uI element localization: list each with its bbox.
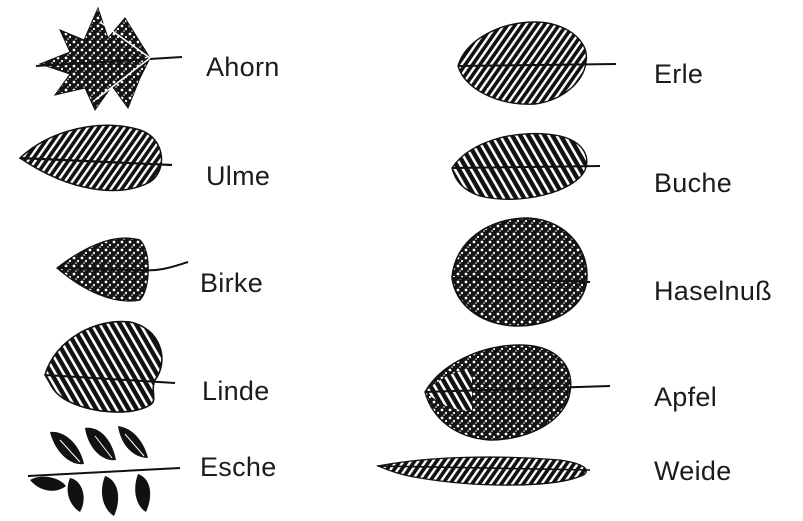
haselnuss-leaf [452, 218, 590, 326]
label-erle: Erle [654, 61, 703, 88]
ulme-leaf [20, 125, 172, 190]
label-esche: Esche [200, 454, 277, 481]
erle-leaf [458, 22, 616, 104]
ahorn-leaf [36, 8, 182, 110]
birke-leaf [57, 238, 188, 301]
label-haselnuss: Haselnuß [654, 278, 772, 305]
buche-leaf [452, 134, 600, 200]
label-buche: Buche [654, 170, 732, 197]
weide-leaf [378, 457, 590, 485]
label-apfel: Apfel [654, 384, 717, 411]
label-ulme: Ulme [206, 163, 270, 190]
label-birke: Birke [200, 270, 263, 297]
esche-leaf [28, 426, 180, 516]
linde-leaf [45, 322, 175, 413]
label-ahorn: Ahorn [206, 54, 280, 81]
label-weide: Weide [654, 458, 732, 485]
label-linde: Linde [202, 378, 270, 405]
apfel-leaf [425, 345, 610, 440]
